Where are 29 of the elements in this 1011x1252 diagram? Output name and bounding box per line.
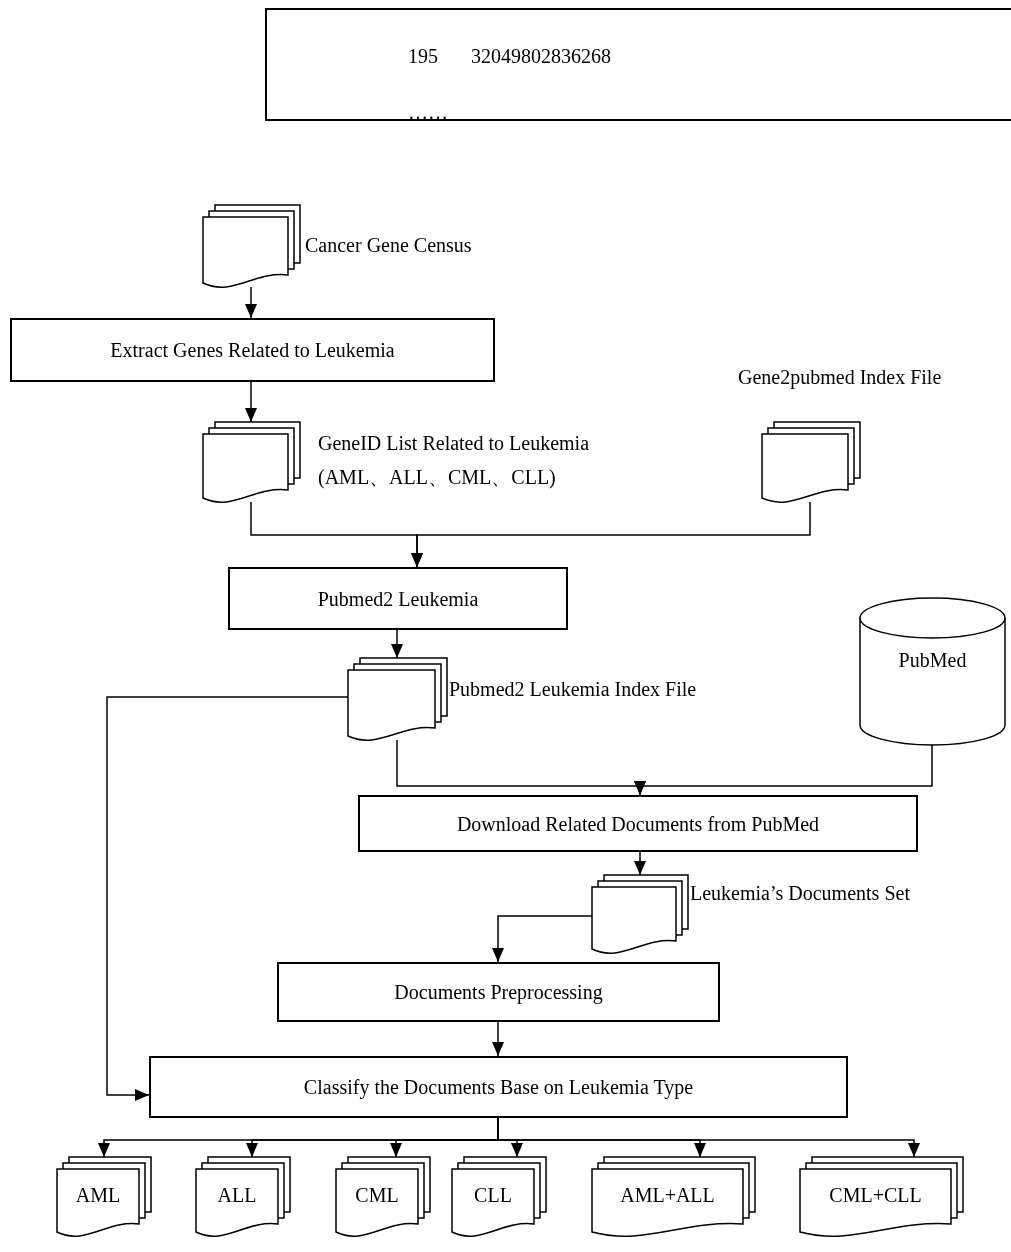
document-label: AML — [75, 1183, 121, 1207]
document-label: CML — [355, 1183, 399, 1207]
document-label: AML+ALL — [620, 1183, 715, 1207]
document-label: Cancer Gene Census — [305, 233, 472, 258]
arrow — [634, 851, 646, 876]
process-label: Download Related Documents from PubMed — [456, 811, 820, 836]
process-label: Extract Genes Related to Leukemia — [110, 338, 395, 362]
note-text: …… — [408, 100, 448, 124]
arrow — [411, 501, 811, 568]
document-label: CML+CLL — [829, 1183, 922, 1207]
document-label: Pubmed2 Leukemia Index File — [449, 677, 697, 702]
document-label: GeneID List Related to Leukemia (AML、ALL、CML、CLL) — [318, 431, 590, 491]
arrow — [245, 381, 257, 423]
database-label: PubMed — [898, 648, 967, 672]
process-label: Pubmed2 Leukemia — [317, 586, 479, 611]
arrow — [492, 1021, 504, 1057]
document-label: ALL — [217, 1183, 257, 1207]
note-text: 32049802836268 — [471, 44, 611, 68]
process-label: Classify the Documents Base on Leukemia Type — [303, 1075, 694, 1099]
document-label: Gene2pubmed Index File — [738, 365, 942, 391]
note-text: 195 — [408, 44, 438, 68]
document-label: CLL — [474, 1183, 512, 1207]
arrow — [634, 744, 933, 796]
arrow — [106, 696, 349, 1101]
document-label: Leukemia’s Documents Set — [690, 881, 910, 906]
process-label: Documents Preprocessing — [394, 980, 603, 1004]
arrow — [492, 915, 593, 963]
arrow — [245, 286, 257, 319]
arrow — [391, 629, 403, 659]
